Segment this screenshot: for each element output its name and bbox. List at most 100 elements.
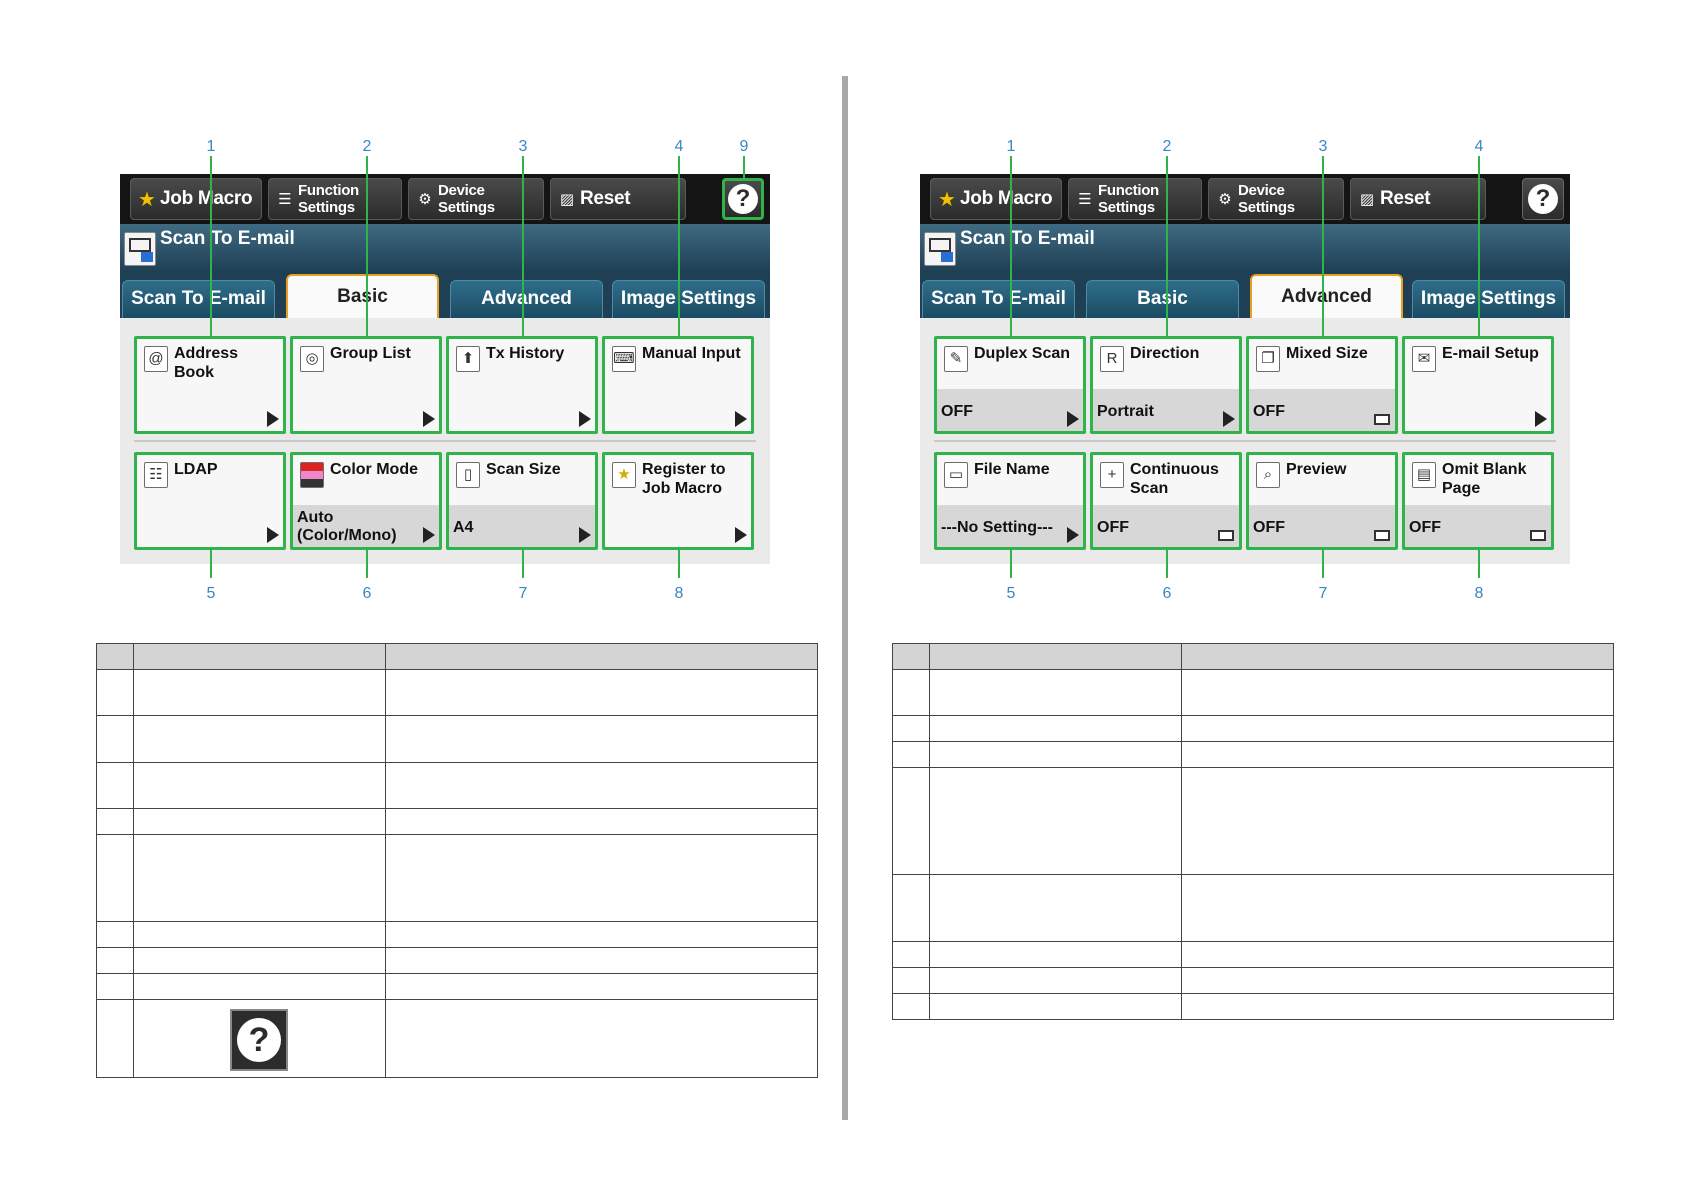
tab-scan-to-email[interactable]: Scan To E-mail [122,280,275,318]
duplex-scan-value: OFF [937,389,1083,431]
file-name-icon: ▭ [944,462,968,488]
title-bar: Scan To E-mail [120,224,770,272]
table-row [892,767,1614,875]
tab-image-settings[interactable]: Image Settings [1412,280,1565,318]
row-separator [134,440,756,442]
help-icon: ? [1528,184,1558,214]
table-row [96,947,818,974]
callout-line [1322,548,1324,578]
email-setup-button[interactable]: ✉ E-mail Setup [1402,336,1554,434]
ldap-icon: ☷ [144,462,168,488]
left-reference-table [96,643,818,1078]
arrow-right-icon [1535,411,1547,427]
tab-strip: Scan To E-mail Basic Advanced Image Sett… [920,272,1570,318]
scan-to-email-icon [124,232,156,266]
gear-icon: ⚙ [1218,191,1232,208]
page-divider [842,76,848,1120]
callout-line [1166,156,1168,336]
continuous-scan-icon: + [1100,462,1124,488]
table-row [96,999,818,1078]
address-book-button[interactable]: @ Address Book [134,336,286,434]
continuous-scan-button[interactable]: + Continuous Scan OFF [1090,452,1242,550]
register-job-macro-button[interactable]: ★ Register to Job Macro [602,452,754,550]
callout-number: 8 [674,585,684,602]
job-macro-button[interactable]: ★ Job Macro [130,178,262,220]
toggle-indicator-icon [1374,530,1390,541]
arrow-right-icon [267,411,279,427]
group-list-button[interactable]: ◎ Group List [290,336,442,434]
callout-number: 4 [674,138,684,155]
tab-basic[interactable]: Basic [286,274,439,318]
preview-button[interactable]: ⌕ Preview OFF [1246,452,1398,550]
screen-title: Scan To E-mail [160,228,295,249]
tab-basic[interactable]: Basic [1086,280,1239,318]
scan-size-value: A4 [449,505,595,547]
help-icon: ? [237,1018,281,1062]
callout-line [366,156,368,336]
callout-number: 6 [1162,585,1172,602]
row-separator [934,440,1556,442]
top-bar: ★ Job Macro ☰ Function Settings ⚙ Device… [120,174,770,224]
arrow-right-icon [579,527,591,543]
ldap-button[interactable]: ☷ LDAP [134,452,286,550]
toggle-indicator-icon [1374,414,1390,425]
manual-input-button[interactable]: ⌨ Manual Input [602,336,754,434]
table-row [892,993,1614,1020]
tab-image-settings[interactable]: Image Settings [612,280,765,318]
function-settings-button[interactable]: ☰ Function Settings [1068,178,1202,220]
scan-size-button[interactable]: ▯ Scan Size A4 [446,452,598,550]
right-operation-panel: ★ Job Macro ☰ Function Settings ⚙ Device… [920,174,1570,564]
tab-advanced[interactable]: Advanced [1250,274,1403,318]
callout-number: 2 [362,138,372,155]
arrow-right-icon [735,411,747,427]
callout-number: 9 [739,138,749,155]
address-book-icon: @ [144,346,168,372]
callout-number: 7 [1318,585,1328,602]
device-settings-button[interactable]: ⚙ Device Settings [408,178,544,220]
title-bar: Scan To E-mail [920,224,1570,272]
tab-scan-to-email[interactable]: Scan To E-mail [922,280,1075,318]
right-reference-table [892,643,1614,1020]
star-icon: ★ [138,188,156,211]
direction-value: Portrait [1093,389,1239,431]
arrow-right-icon [267,527,279,543]
tx-history-button[interactable]: ⬆ Tx History [446,336,598,434]
help-button[interactable]: ? [722,178,764,220]
reset-button[interactable]: ▨ Reset [1350,178,1486,220]
help-button[interactable]: ? [1522,178,1564,220]
callout-line [210,156,212,336]
preview-icon: ⌕ [1256,462,1280,488]
callout-number: 2 [1162,138,1172,155]
duplex-scan-button[interactable]: ✎ Duplex Scan OFF [934,336,1086,434]
omit-blank-page-button[interactable]: ▤ Omit Blank Page OFF [1402,452,1554,550]
scan-size-icon: ▯ [456,462,480,488]
job-macro-button[interactable]: ★ Job Macro [930,178,1062,220]
color-mode-button[interactable]: Color Mode Auto (Color/Mono) [290,452,442,550]
table-row [96,669,818,716]
callout-number: 5 [1006,585,1016,602]
star-icon: ★ [938,188,956,211]
device-settings-button[interactable]: ⚙ Device Settings [1208,178,1344,220]
tab-advanced[interactable]: Advanced [450,280,603,318]
arrow-right-icon [1067,527,1079,543]
callout-number: 8 [1474,585,1484,602]
function-settings-button[interactable]: ☰ Function Settings [268,178,402,220]
color-mode-value: Auto (Color/Mono) [293,505,439,547]
top-bar: ★ Job Macro ☰ Function Settings ⚙ Device… [920,174,1570,224]
file-name-button[interactable]: ▭ File Name ---No Setting--- [934,452,1086,550]
reset-button[interactable]: ▨ Reset [550,178,686,220]
list-icon: ☰ [1078,191,1092,208]
callout-line [678,156,680,336]
table-row [96,921,818,948]
callout-line [1478,548,1480,578]
callout-number: 3 [518,138,528,155]
duplex-scan-icon: ✎ [944,346,968,372]
email-setup-icon: ✉ [1412,346,1436,372]
callout-line [210,548,212,578]
callout-line [522,548,524,578]
direction-button[interactable]: R Direction Portrait [1090,336,1242,434]
callout-number: 3 [1318,138,1328,155]
continuous-scan-value: OFF [1093,505,1239,547]
table-row [96,762,818,809]
mixed-size-button[interactable]: ❐ Mixed Size OFF [1246,336,1398,434]
